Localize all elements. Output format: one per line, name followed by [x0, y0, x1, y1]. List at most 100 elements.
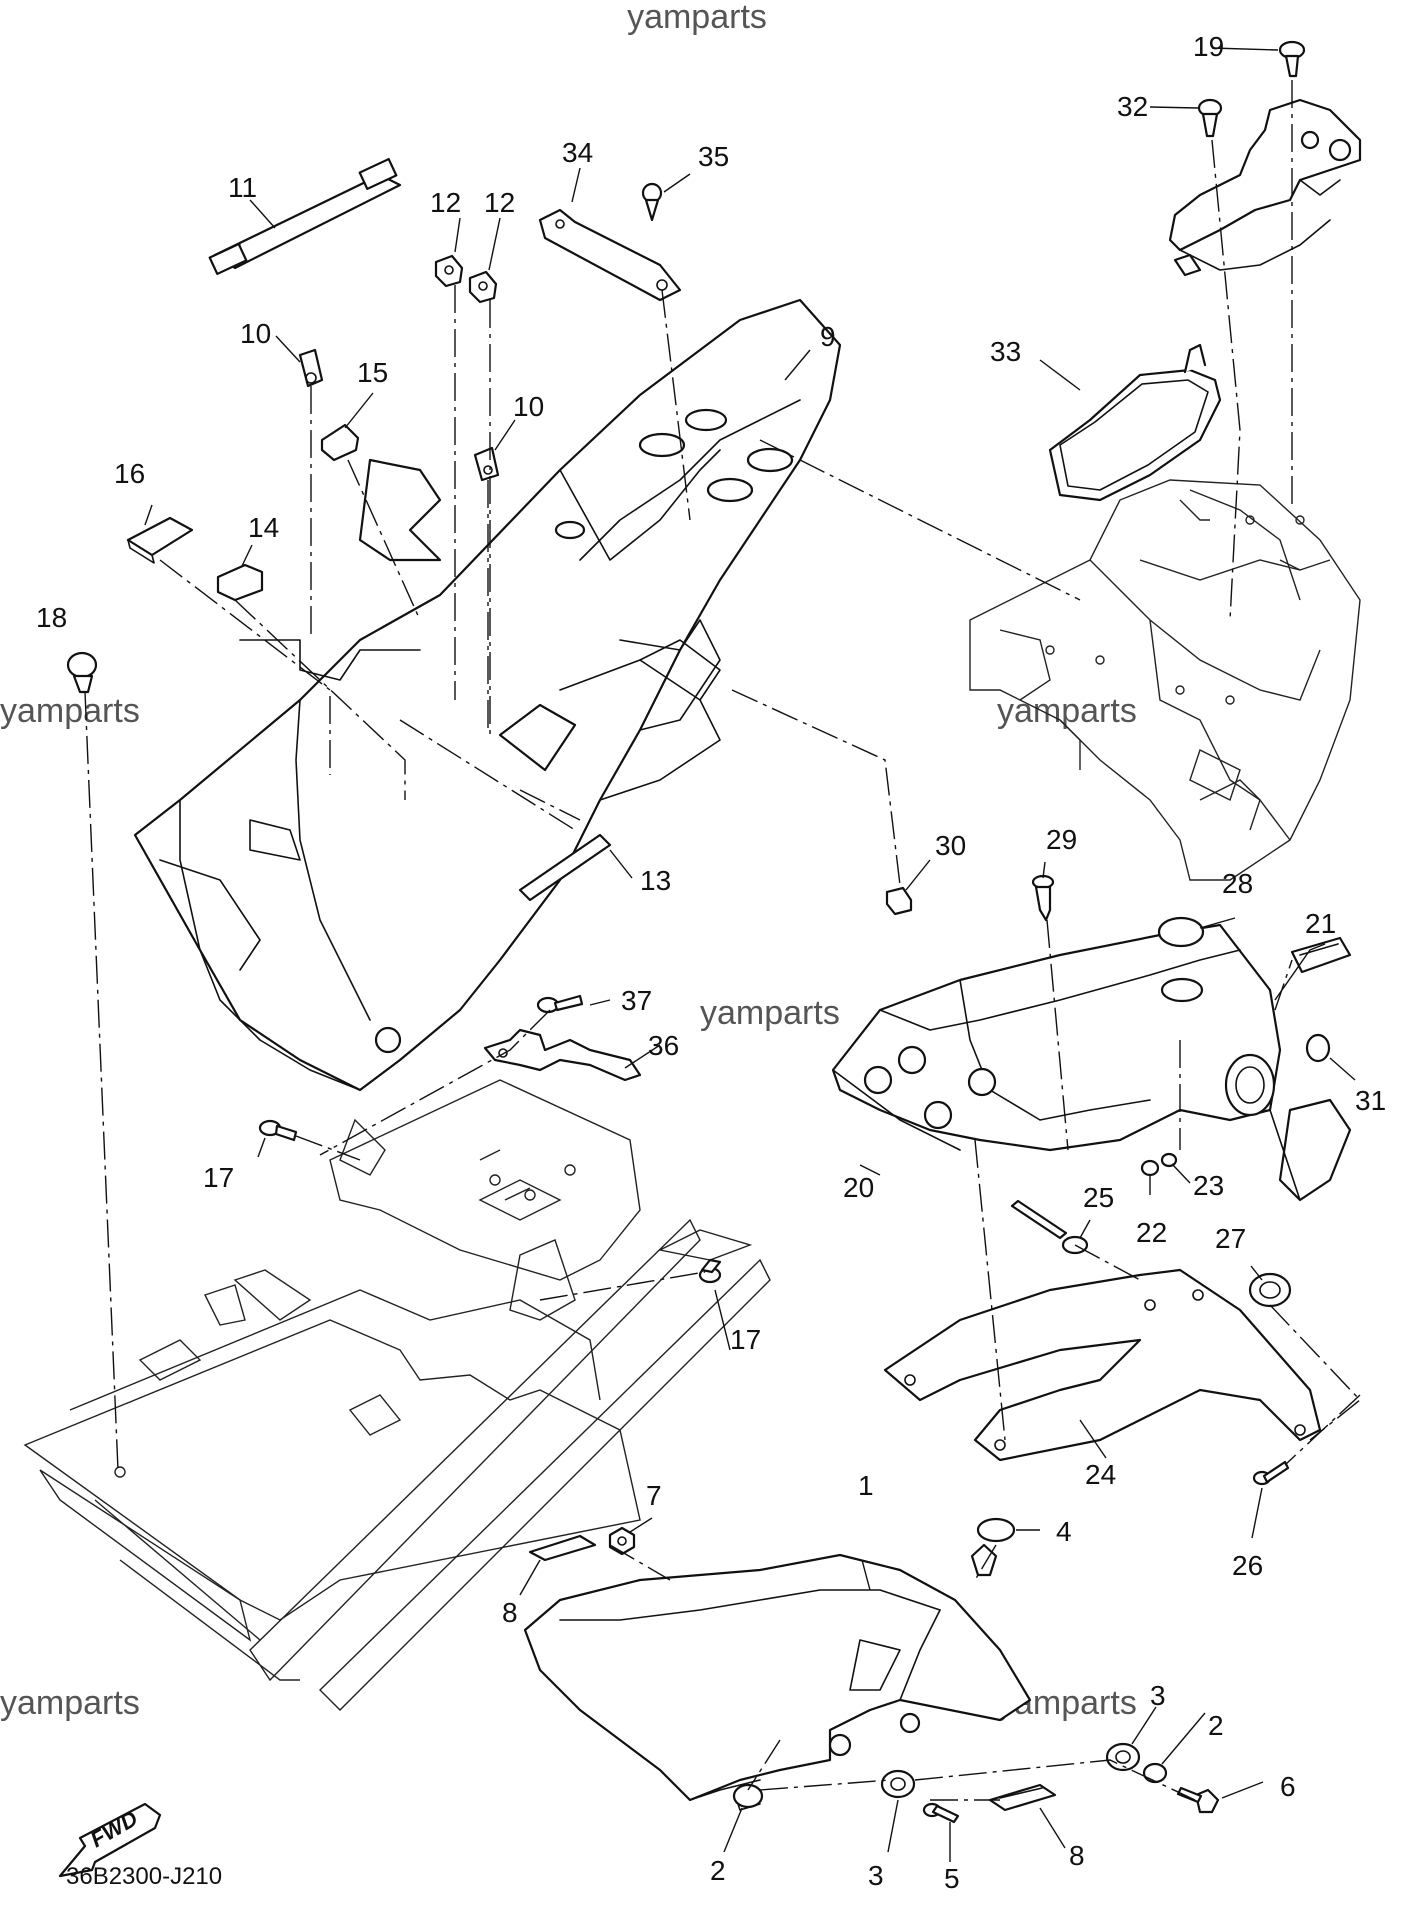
callout-34: 34	[562, 137, 593, 168]
part-12-clip-left	[434, 254, 464, 288]
part-22-nut	[1140, 1159, 1160, 1177]
part-17-bolt-upper	[258, 1119, 298, 1142]
part-3-grommet-right	[1105, 1742, 1141, 1772]
part-23-washer	[1160, 1152, 1178, 1168]
rear-frame-outline	[23, 1179, 771, 1711]
watermark-right: yamparts	[997, 692, 1137, 730]
callout-6: 6	[1280, 1771, 1296, 1802]
callout-17-upper: 17	[203, 1162, 234, 1193]
callout-33: 33	[990, 336, 1021, 367]
part-37-bolt	[536, 994, 584, 1014]
callout-3-lower: 3	[868, 1860, 884, 1891]
part-7-nut	[608, 1526, 636, 1556]
callout-7: 7	[646, 1480, 662, 1511]
callout-27: 27	[1215, 1223, 1246, 1254]
callout-36: 36	[648, 1030, 679, 1061]
callout-8-upper: 8	[502, 1597, 518, 1628]
part-3-grommet-lower	[880, 1769, 916, 1799]
seat-lock-bracket	[1168, 98, 1362, 277]
callout-12-left: 12	[430, 187, 461, 218]
callout-29: 29	[1046, 824, 1077, 855]
watermark-top: yamparts	[627, 0, 767, 36]
callout-35: 35	[698, 141, 729, 172]
callout-19: 19	[1193, 31, 1224, 62]
part-15-block	[320, 423, 360, 462]
callout-10-left: 10	[240, 318, 271, 349]
part-35-screw	[641, 182, 663, 222]
seat-frame-outline	[969, 479, 1361, 881]
callout-4: 4	[1056, 1516, 1072, 1547]
callout-16: 16	[114, 458, 145, 489]
callout-23: 23	[1193, 1170, 1224, 1201]
part-12-clip-right	[468, 270, 498, 304]
part-8-decal-upper	[528, 1534, 597, 1562]
part-33-loop	[1048, 343, 1222, 502]
part-29-rivet	[1031, 874, 1055, 922]
callout-32: 32	[1117, 91, 1148, 122]
callout-24: 24	[1085, 1459, 1116, 1490]
callout-5: 5	[944, 1863, 960, 1894]
part-19-bolt	[1278, 40, 1306, 78]
callout-2-lower: 2	[710, 1855, 726, 1886]
callout-8-lower: 8	[1069, 1840, 1085, 1871]
part-14-block	[216, 563, 264, 602]
callout-2-right: 2	[1208, 1710, 1224, 1741]
callout-22: 22	[1136, 1217, 1167, 1248]
callout-31: 31	[1355, 1085, 1386, 1116]
part-9-rear-fender	[133, 298, 842, 1092]
part-26-screw	[1252, 1460, 1290, 1486]
part-36-bracket	[483, 1028, 642, 1082]
callout-37: 37	[621, 985, 652, 1016]
part-2-collar-lower	[732, 1783, 764, 1811]
callout-11: 11	[228, 172, 257, 203]
callout-12-right: 12	[484, 187, 515, 218]
callout-13: 13	[640, 865, 671, 896]
part-20-housing	[831, 923, 1352, 1202]
callout-numbers: 11 12 12 34 35 9 10 15 10 16 14 18 13 37…	[36, 31, 1386, 1894]
callout-14: 14	[248, 512, 279, 543]
part-21-reflector	[1290, 936, 1352, 974]
part-13-strip	[518, 833, 612, 902]
part-31-nut	[1305, 1033, 1331, 1063]
forward-direction-arrow: FWD	[58, 1802, 162, 1878]
part-30-grommet	[885, 886, 913, 916]
callout-9: 9	[820, 321, 836, 352]
part-27-grommet	[1248, 1272, 1292, 1308]
frame-cross-plate	[204, 1079, 641, 1326]
callout-28: 28	[1222, 868, 1253, 899]
part-1-front-fender	[523, 1553, 1032, 1802]
part-2-washer-right	[1142, 1762, 1168, 1784]
callout-10-right: 10	[513, 391, 544, 422]
part-11-strap	[208, 157, 402, 276]
part-8-decal-lower	[988, 1783, 1057, 1812]
callout-26: 26	[1232, 1550, 1263, 1581]
callout-15: 15	[357, 357, 388, 388]
assembly-lines	[84, 47, 1362, 1862]
callout-21: 21	[1305, 908, 1336, 939]
callout-25: 25	[1083, 1182, 1114, 1213]
part-24-bracket	[883, 1268, 1322, 1462]
watermark-bottom-left: yamparts	[0, 1684, 140, 1722]
callout-3-right: 3	[1150, 1680, 1166, 1711]
part-5-bolt	[922, 1802, 960, 1824]
part-32-bolt	[1197, 98, 1223, 138]
watermark-center: yamparts	[700, 994, 840, 1032]
part-34-plate	[538, 208, 682, 302]
part-17-bolt-lower	[698, 1258, 722, 1284]
callout-30: 30	[935, 830, 966, 861]
part-10-clip-left	[298, 348, 324, 388]
part-28-cap	[1157, 916, 1205, 948]
callout-20: 20	[843, 1172, 874, 1203]
watermark-left: yamparts	[0, 692, 140, 730]
part-4-clamp	[970, 1517, 1016, 1577]
diagram-code: 36B2300-J210	[66, 1863, 222, 1890]
callout-1: 1	[858, 1470, 874, 1501]
part-16-pad	[126, 516, 194, 564]
part-6-bolt	[1176, 1786, 1220, 1814]
callout-18: 18	[36, 602, 67, 633]
part-18-rivet	[66, 651, 98, 694]
callout-17-lower: 17	[730, 1324, 761, 1355]
part-10-clip-right	[473, 446, 500, 482]
